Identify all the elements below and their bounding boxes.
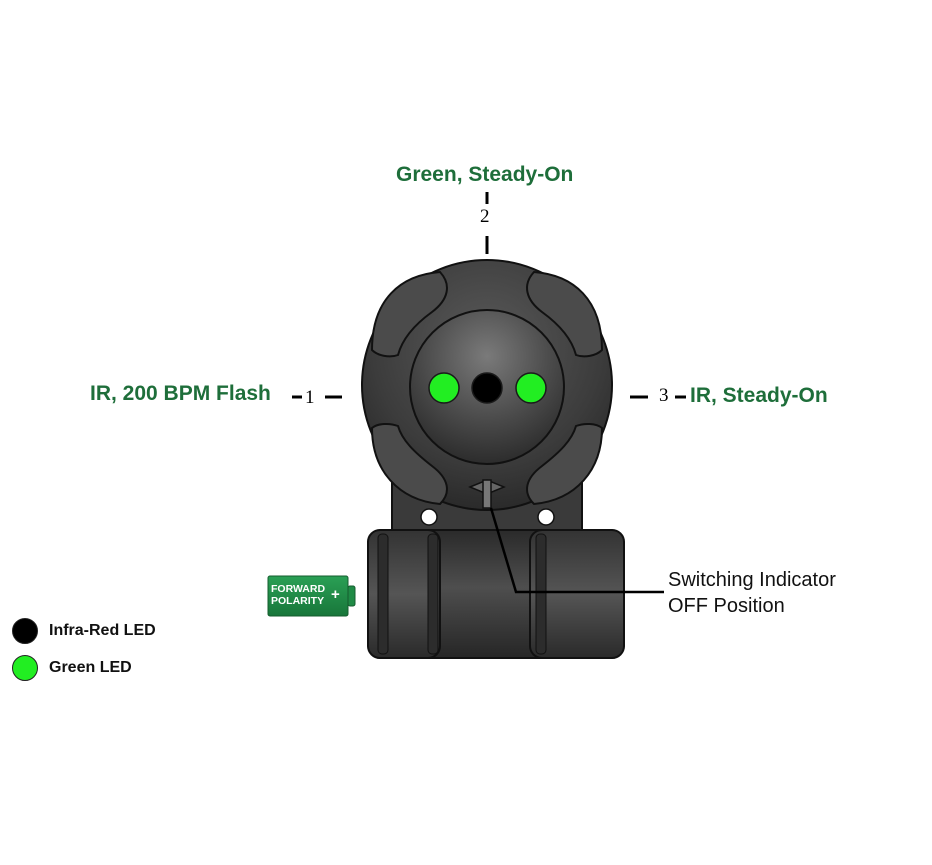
callout-line-2: OFF Position [668, 595, 785, 617]
battery-polarity-icon [267, 575, 356, 617]
callout-line-1: Switching Indicator [668, 569, 836, 591]
mount-hole-right [537, 508, 555, 526]
bumper-top-left [370, 270, 448, 358]
battery-tube [367, 529, 625, 659]
position-1-number: 1 [305, 387, 315, 408]
infra-red-led [471, 372, 503, 404]
battery-plus-sign: + [331, 586, 340, 603]
bumper-bottom-right [526, 422, 604, 506]
position-dashes [292, 192, 686, 399]
switching-indicator [468, 479, 506, 509]
position-1-label: IR, 200 BPM Flash [90, 382, 271, 405]
infra-red-led-swatch [12, 618, 38, 644]
legend-item-green: Green LED [12, 654, 156, 682]
battery-label: FORWARD POLARITY [271, 583, 325, 607]
green-led-right [515, 372, 547, 404]
battery-line-1: FORWARD [271, 583, 326, 595]
legend-item-infra-red: Infra-Red LED [12, 617, 156, 645]
legend-label-infra-red: Infra-Red LED [49, 622, 156, 639]
legend-label-green: Green LED [49, 659, 132, 676]
battery-line-2: POLARITY [271, 595, 325, 607]
green-led-left [428, 372, 460, 404]
position-2-label: Green, Steady-On [396, 163, 574, 186]
position-2-number: 2 [480, 206, 490, 227]
green-led-swatch [12, 655, 38, 681]
bumper-bottom-left [370, 422, 448, 506]
callout-leader-line [489, 507, 664, 594]
legend: Infra-Red LED Green LED [12, 617, 156, 682]
position-3-label: IR, Steady-On [690, 384, 828, 407]
device-head [361, 259, 613, 511]
position-3-number: 3 [659, 385, 669, 406]
tube-cap-right [529, 529, 625, 659]
mount-hole-left [420, 508, 438, 526]
switching-indicator-callout: Switching Indicator OFF Position [668, 567, 836, 619]
bumper-top-right [526, 270, 604, 358]
